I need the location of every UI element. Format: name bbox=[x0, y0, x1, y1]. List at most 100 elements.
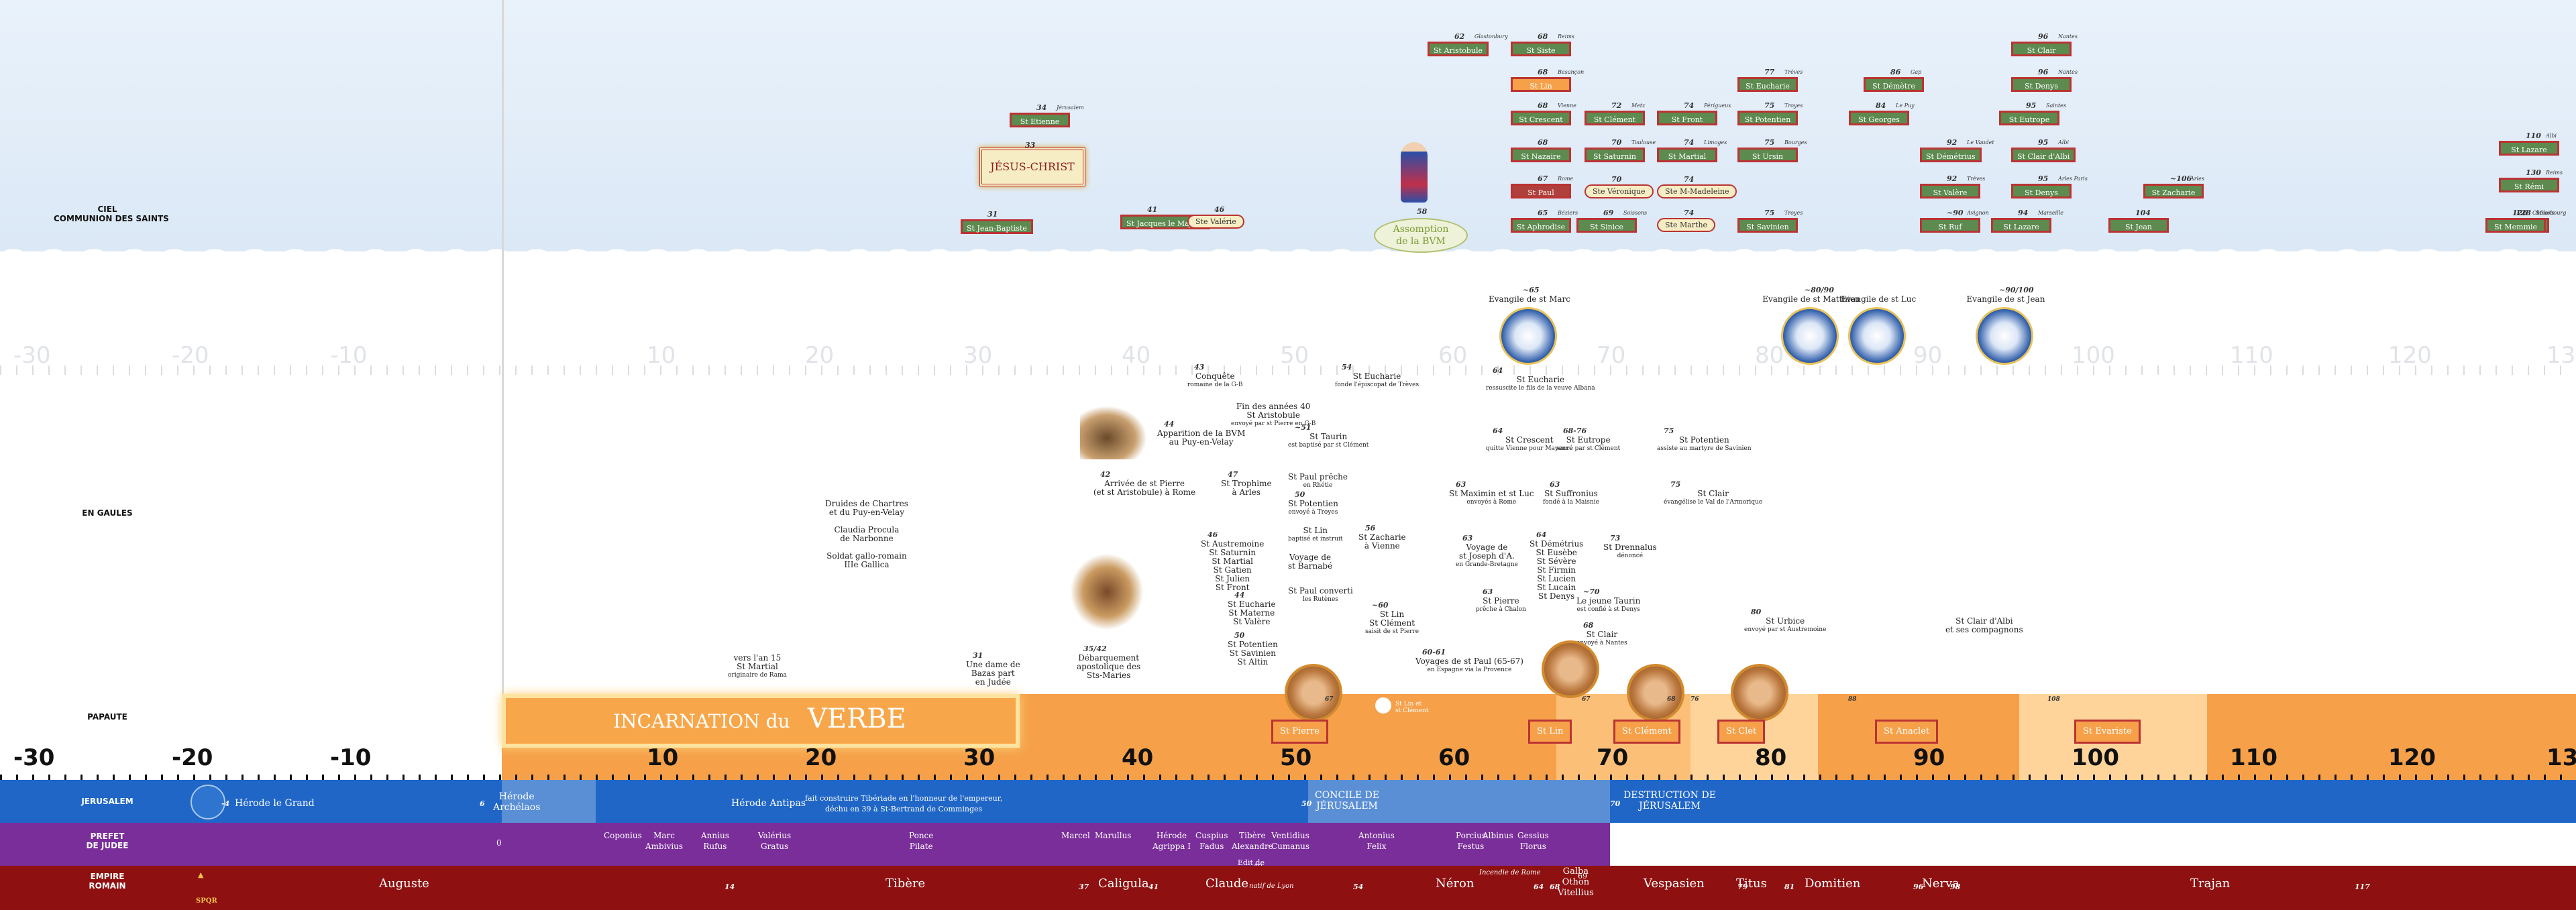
saint-card[interactable]: Ste Véronique bbox=[1585, 184, 1654, 198]
bottom-axis-label: -20 bbox=[172, 744, 213, 771]
saint-card[interactable]: Ste M-Madeleine bbox=[1657, 184, 1737, 198]
jerusalem-year: 70 bbox=[1610, 799, 1620, 808]
saint-card[interactable]: St Siste bbox=[1511, 42, 1571, 56]
saint-card[interactable]: St Eucharie bbox=[1737, 77, 1798, 92]
saint-card[interactable]: St Lazare bbox=[2499, 141, 2559, 156]
event-label: St Drennalus bbox=[1603, 543, 1657, 552]
saint-card[interactable]: St Georges bbox=[1849, 111, 1909, 125]
saint-card[interactable]: St Démètre bbox=[1864, 77, 1924, 92]
top-axis-label: 80 bbox=[1755, 342, 1784, 369]
evangelist-icon bbox=[1499, 307, 1557, 365]
year-zero-line bbox=[502, 0, 504, 778]
saint-year: 70 bbox=[1611, 138, 1621, 147]
saint-card[interactable]: St Valère bbox=[1920, 184, 1980, 198]
event-year: 44 bbox=[1234, 591, 1244, 600]
saint-card[interactable]: St Zacharie bbox=[2143, 184, 2204, 198]
saint-card[interactable]: St Savinien bbox=[1737, 218, 1798, 233]
jerusalem-segment-label: Hérode Antipas bbox=[731, 798, 806, 809]
saint-card[interactable]: St Denys bbox=[2011, 77, 2072, 92]
saint-card[interactable]: St Jean bbox=[2108, 218, 2169, 233]
saint-place: Périgueux bbox=[1704, 103, 1731, 109]
saint-card[interactable]: St Paul bbox=[1511, 184, 1571, 198]
pope-name-box[interactable]: St Lin bbox=[1528, 720, 1572, 744]
saint-place: Arles bbox=[2190, 176, 2204, 182]
top-axis-label: 20 bbox=[805, 342, 834, 369]
gaul-event: St Potentienassiste au martyre de Savini… bbox=[1657, 436, 1752, 453]
saint-card[interactable]: St Lazare bbox=[1991, 218, 2051, 233]
pope-name-box[interactable]: St Pierre bbox=[1271, 720, 1328, 744]
saint-card[interactable]: St Clément bbox=[1585, 111, 1645, 125]
row-label-ciel: CIEL COMMUNION DES SAINTS bbox=[54, 205, 161, 223]
prefect-label: Albinus bbox=[1483, 830, 1513, 841]
event-note: romaine de la G-B bbox=[1187, 381, 1243, 390]
saint-card[interactable]: St Martial bbox=[1657, 148, 1717, 162]
saint-card[interactable]: St Front bbox=[1657, 111, 1717, 125]
saint-card[interactable]: St Ruf bbox=[1920, 218, 1980, 233]
saint-card[interactable]: St Aphrodise bbox=[1511, 218, 1571, 233]
verbe-label: VERBE bbox=[808, 703, 906, 734]
assomption-oval[interactable]: Assomption de la BVM bbox=[1374, 218, 1468, 253]
jerusalem-segment-label: Hérode Archélaos bbox=[493, 791, 540, 813]
saint-card[interactable]: St Saturnin bbox=[1585, 148, 1645, 162]
saint-year: 96 bbox=[2038, 68, 2048, 76]
saint-card[interactable]: St Potentien bbox=[1737, 111, 1798, 125]
saint-year: 110 bbox=[2526, 131, 2541, 140]
saint-place: Vienne bbox=[1558, 103, 1576, 109]
pope-year: 88 bbox=[1848, 696, 1857, 703]
event-note: baptisé et instruit bbox=[1288, 535, 1343, 544]
saint-card[interactable]: Ste Marthe bbox=[1657, 218, 1715, 232]
saint-card[interactable]: St Rémi bbox=[2499, 178, 2559, 192]
saint-card[interactable]: St Nazaire bbox=[1511, 148, 1571, 162]
bottom-axis-ticks bbox=[0, 775, 2576, 780]
saint-place: Béziers bbox=[1558, 210, 1578, 216]
saint-card[interactable]: St Memmie bbox=[2485, 218, 2546, 233]
row-label-jerusalem: JERUSALEM bbox=[54, 797, 161, 806]
saint-place: Bourges bbox=[1784, 139, 1807, 146]
saint-place: Le Vaudet bbox=[1967, 139, 1994, 146]
saint-place: Albi bbox=[2546, 133, 2557, 139]
saint-place: Besançon bbox=[1558, 69, 1584, 75]
event-note: envoyé par st Austremoine bbox=[1744, 626, 1826, 634]
pope-name-box[interactable]: St Evariste bbox=[2074, 720, 2141, 744]
saint-card[interactable]: St Denys bbox=[2011, 184, 2072, 198]
saint-card[interactable]: St Etienne bbox=[1010, 113, 1070, 127]
saint-card[interactable]: St Sinice bbox=[1576, 218, 1637, 233]
bottom-axis-label: 90 bbox=[1913, 744, 1945, 771]
prefect-label: Annius Rufus bbox=[701, 830, 729, 852]
jesus-christ-box[interactable]: JÉSUS-CHRIST bbox=[979, 148, 1085, 186]
saint-card[interactable]: St Démétrius bbox=[1920, 148, 1982, 162]
pope-name-box[interactable]: St Clet bbox=[1717, 720, 1765, 744]
event-label: St Trophime à Arles bbox=[1221, 479, 1272, 497]
top-axis-label: 40 bbox=[1122, 342, 1150, 369]
saint-card[interactable]: Ste Valérie bbox=[1187, 215, 1244, 229]
saint-year: 68 bbox=[1538, 138, 1548, 147]
event-label: St Clair bbox=[1664, 490, 1762, 498]
pope-name-box[interactable]: St Clément bbox=[1613, 720, 1680, 744]
bottom-axis-label: 50 bbox=[1280, 744, 1311, 771]
saint-card[interactable]: St Jean-Baptiste bbox=[961, 219, 1033, 234]
saint-year: 74 bbox=[1684, 175, 1694, 184]
saint-card[interactable]: St Eutrope bbox=[1999, 111, 2059, 125]
event-label: St Eutrope bbox=[1556, 436, 1620, 445]
bottom-axis-label: 80 bbox=[1755, 744, 1786, 771]
emperor-year: 41 bbox=[1148, 883, 1159, 891]
event-year: 80 bbox=[1751, 608, 1761, 616]
event-label: St Eucharie bbox=[1335, 372, 1419, 381]
saint-card[interactable]: St Crescent bbox=[1511, 111, 1571, 125]
saint-place: Toulouse bbox=[1631, 139, 1656, 146]
pope-name-box[interactable]: St Anaclet bbox=[1875, 720, 1938, 744]
saint-card[interactable]: St Clair d'Albi bbox=[2011, 148, 2076, 162]
saint-card[interactable]: St Aristobule bbox=[1428, 42, 1489, 56]
prefect-label: Valérius Gratus bbox=[758, 830, 791, 852]
saint-card[interactable]: St Lin bbox=[1511, 77, 1571, 92]
gaul-event: Débarquement apostolique des Sts-Maries bbox=[1077, 654, 1140, 680]
saint-card[interactable]: St Ursin bbox=[1737, 148, 1798, 162]
event-label: St Pierre bbox=[1476, 597, 1526, 606]
event-note: assiste au martyre de Savinien bbox=[1657, 445, 1752, 453]
gaul-event: St Suffroniusfondé à la Maisnie bbox=[1543, 490, 1599, 507]
top-axis-label: -30 bbox=[13, 342, 51, 369]
event-year: 35/42 bbox=[1083, 644, 1107, 653]
saint-card[interactable]: St Clair bbox=[2011, 42, 2072, 56]
event-year: 73 bbox=[1610, 534, 1620, 543]
incarnation-banner[interactable]: INCARNATION du VERBE bbox=[502, 694, 1020, 748]
